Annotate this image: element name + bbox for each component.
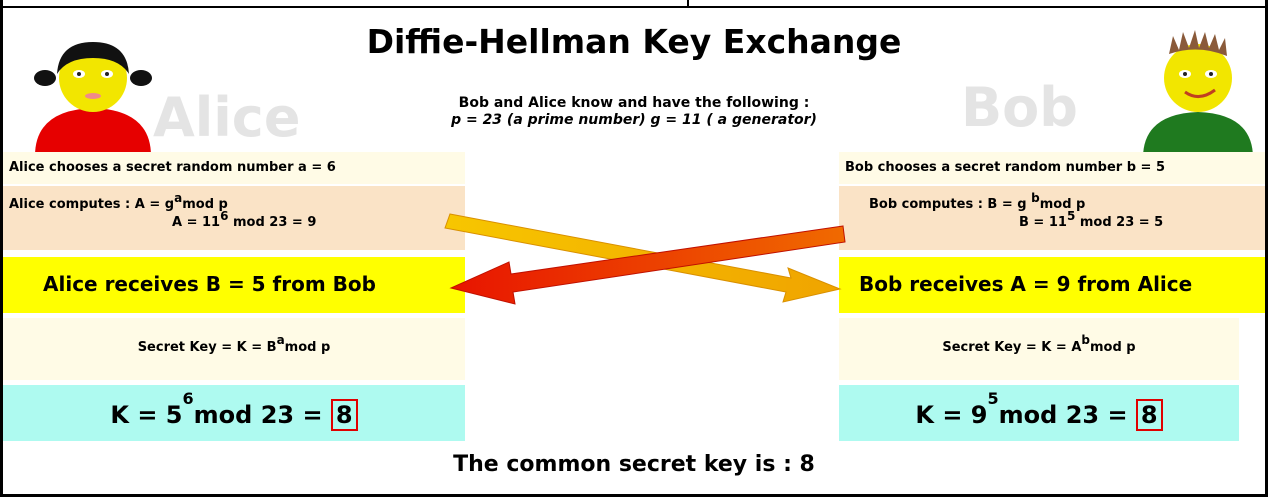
bob-key-formula: K = 95mod 23 = 8: [915, 389, 1163, 431]
alice-receives-text: Alice receives B = 5 from Bob: [43, 272, 376, 296]
shared-parameters-values: p = 23 (a prime number) g = 11 ( a gener…: [451, 112, 817, 128]
alice-secret-formula: Secret Key = K = Bamod p: [137, 333, 331, 355]
alice-compute-line2: A = 116 mod 23 = 9: [172, 209, 317, 230]
alice-key-box: K = 56mod 23 = 8: [3, 385, 465, 441]
bob-key-value: 8: [1135, 399, 1163, 431]
alice-secret-formula-box: Secret Key = K = Bamod p: [3, 318, 465, 380]
bob-secret-formula-box: Secret Key = K = Abmod p: [839, 318, 1239, 380]
alice-compute-line1: Alice computes : A = gamod p: [9, 191, 228, 212]
alice-avatar-icon: [34, 42, 152, 156]
bob-secret-formula: Secret Key = K = Abmod p: [942, 333, 1136, 355]
alice-watermark: Alice: [153, 86, 301, 149]
shared-parameters: Bob and Alice know and have the followin…: [3, 95, 1265, 129]
bob-receives-text: Bob receives A = 9 from Alice: [859, 272, 1193, 296]
bob-compute-line1: Bob computes : B = g bmod p: [869, 191, 1086, 212]
bob-choose-text: Bob chooses a secret random number b = 5: [845, 160, 1165, 175]
alice-choose-box: Alice chooses a secret random number a =…: [3, 152, 465, 184]
bob-compute-box: Bob computes : B = g bmod p B = 115 mod …: [839, 186, 1265, 250]
alice-receives-box: Alice receives B = 5 from Bob: [3, 257, 465, 313]
common-key-statement: The common secret key is : 8: [453, 452, 815, 477]
alice-choose-text: Alice chooses a secret random number a =…: [9, 160, 336, 175]
alice-key-value: 8: [330, 399, 358, 431]
bob-choose-box: Bob chooses a secret random number b = 5: [839, 152, 1265, 184]
bob-receives-box: Bob receives A = 9 from Alice: [839, 257, 1265, 313]
bob-key-box: K = 95mod 23 = 8: [839, 385, 1239, 441]
arrow-bob-to-alice-icon: [449, 225, 846, 305]
top-border: [3, 0, 1265, 8]
alice-key-formula: K = 56mod 23 = 8: [110, 389, 358, 431]
exchange-arrows: [444, 213, 846, 305]
shared-parameters-heading: Bob and Alice know and have the followin…: [458, 95, 810, 111]
bob-avatar-icon: [1143, 30, 1253, 158]
alice-compute-box: Alice computes : A = gamod p A = 116 mod…: [3, 186, 465, 250]
bob-compute-line2: B = 115 mod 23 = 5: [1019, 209, 1164, 230]
page-title: Diffie-Hellman Key Exchange: [366, 22, 902, 61]
top-border-tick: [687, 0, 689, 6]
bob-watermark: Bob: [961, 76, 1078, 139]
